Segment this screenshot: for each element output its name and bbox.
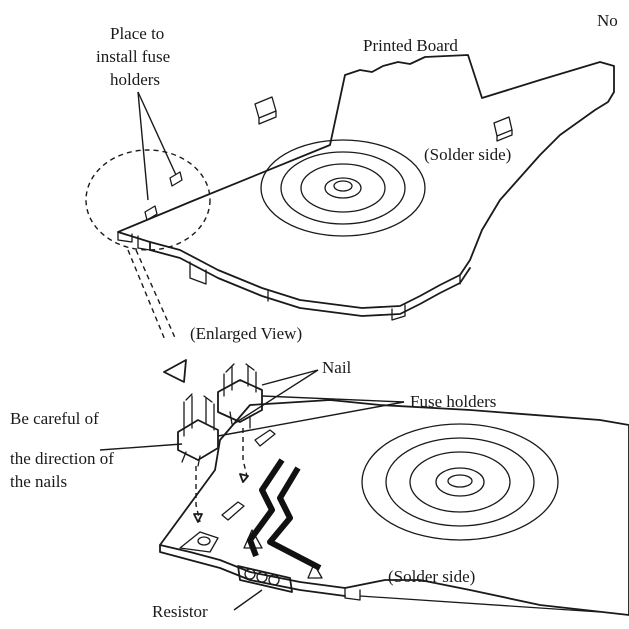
fuse-holder: [177, 393, 219, 467]
solder-side-top-label: (Solder side): [424, 145, 511, 164]
leader-line: [99, 443, 183, 451]
fuse-holders-label: Fuse holders: [410, 392, 496, 411]
svg-text:the nails: the nails: [10, 472, 67, 491]
fuse-holder: [217, 363, 263, 429]
svg-text:install fuse: install fuse: [96, 47, 170, 66]
corner-text: No: [597, 11, 618, 30]
leader-line: [261, 369, 319, 386]
leader-line: [261, 395, 405, 403]
be-careful-label: Be careful of the direction of the nails: [10, 409, 114, 491]
enlarged-view-label: (Enlarged View): [190, 324, 302, 343]
nail-label: Nail: [322, 358, 352, 377]
detail-leader-dash: [127, 249, 166, 341]
install-guide-dash: [195, 466, 201, 523]
printed-board-top: [117, 54, 615, 321]
leader-line: [233, 589, 263, 611]
svg-text:holders: holders: [110, 70, 160, 89]
install-arrow: [193, 513, 203, 523]
svg-text:Be careful of: Be careful of: [10, 409, 99, 428]
detail-arrow: [163, 359, 187, 383]
resistor-label: Resistor: [152, 602, 208, 621]
circuit-trace: [247, 458, 285, 558]
place-to-install-label: Place to install fuse holders: [96, 24, 170, 89]
leader-line: [137, 91, 149, 201]
leader-line: [217, 401, 405, 437]
detail-leader-dash: [135, 249, 177, 341]
svg-text:Place to: Place to: [110, 24, 164, 43]
leader-line: [137, 91, 177, 176]
install-arrow: [239, 473, 249, 483]
concentric-rings-bottom: [361, 423, 559, 541]
printed-board-label: Printed Board: [363, 36, 458, 55]
circuit-trace: [267, 466, 322, 571]
svg-text:the direction of: the direction of: [10, 449, 114, 468]
detail-circle: [85, 149, 211, 251]
install-guide-dash: [242, 428, 249, 481]
leader-line: [231, 369, 319, 426]
solder-side-bottom-label: (Solder side): [388, 567, 475, 586]
resistor: [237, 565, 293, 593]
